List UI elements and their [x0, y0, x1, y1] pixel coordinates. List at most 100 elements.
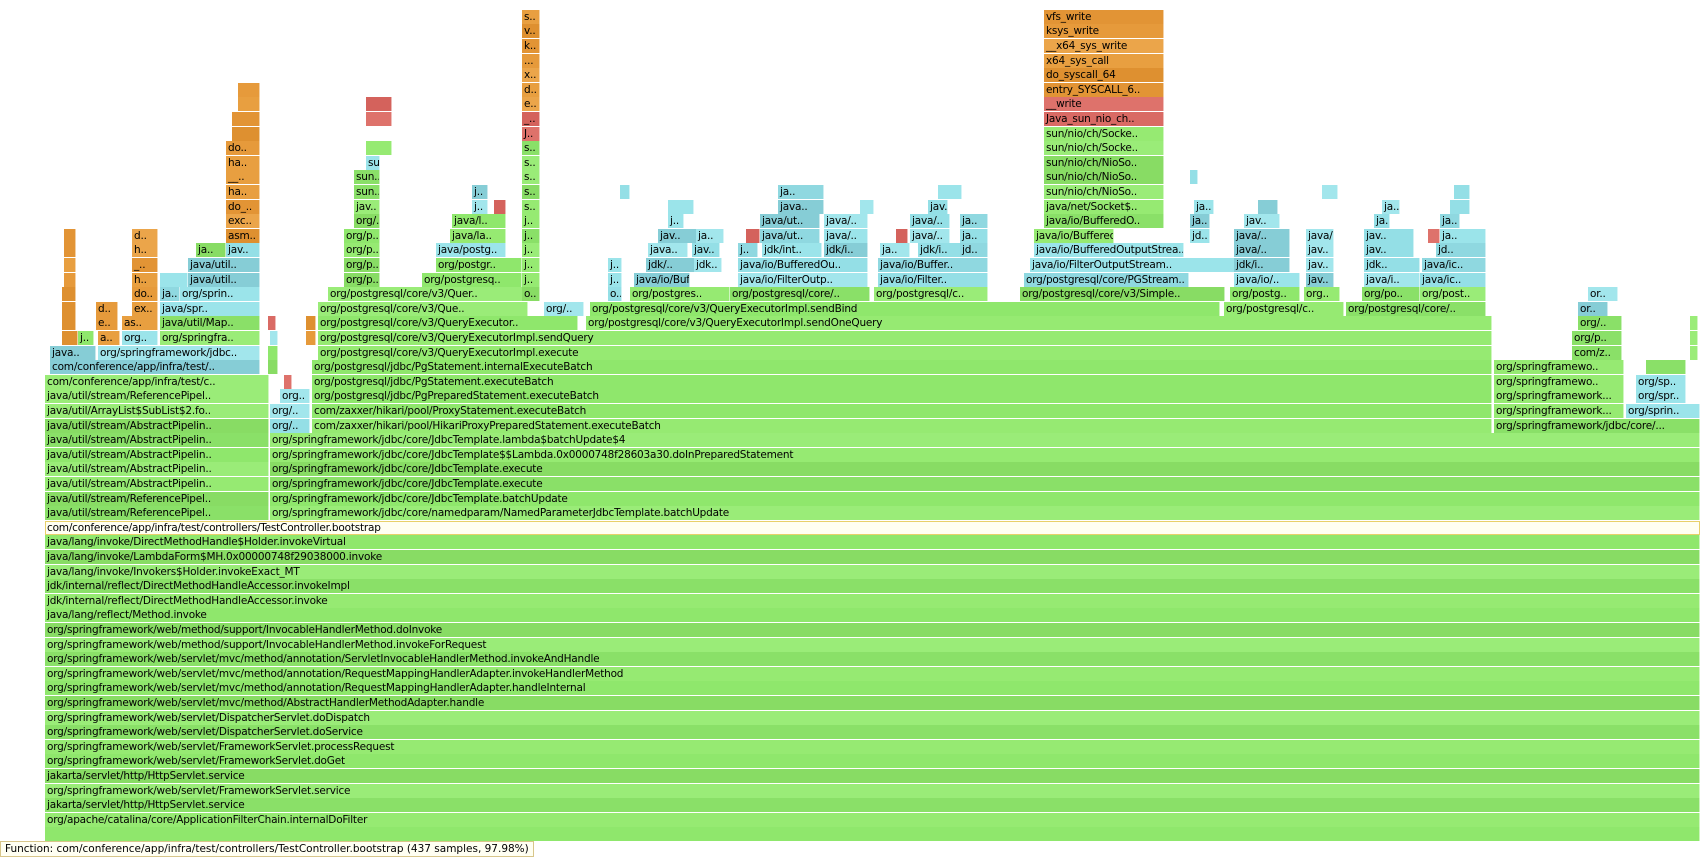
- frame-java[interactable]: sun..: [354, 185, 380, 199]
- frame-inlined[interactable]: [620, 185, 630, 199]
- frame-inlined[interactable]: j..: [472, 185, 488, 199]
- frame-inlined[interactable]: org..: [280, 389, 310, 404]
- frame-java[interactable]: org/postgresq..: [422, 272, 522, 287]
- frame-java[interactable]: org/springframework/web/method/support/I…: [45, 623, 1700, 637]
- frame-java[interactable]: org/p..: [344, 228, 380, 243]
- frame-kernel[interactable]: [238, 82, 260, 97]
- frame-java[interactable]: org/springframework/web/servlet/mvc/meth…: [45, 666, 1700, 681]
- frame-java[interactable]: j..: [78, 331, 94, 345]
- frame-inlined[interactable]: ja..: [778, 185, 824, 199]
- frame-java[interactable]: ja..: [196, 243, 226, 258]
- frame-java[interactable]: j..: [522, 272, 540, 287]
- frame-kernel[interactable]: do..: [132, 287, 158, 302]
- frame-kernel[interactable]: h..: [132, 243, 158, 258]
- frame-inlined[interactable]: jd..: [960, 243, 988, 258]
- frame-inlined[interactable]: jav..: [658, 228, 698, 243]
- frame-inlined[interactable]: java/ut..: [760, 228, 820, 243]
- frame-java[interactable]: org/springframework/web/servlet/Framewor…: [45, 739, 1700, 754]
- frame-inlined[interactable]: org..: [122, 331, 158, 345]
- frame-inlined[interactable]: java/io/FilterOutp..: [738, 272, 868, 287]
- frame-inlined[interactable]: ja..: [1382, 199, 1400, 214]
- frame-java[interactable]: org/springframewo..: [1494, 360, 1624, 375]
- frame-kernel[interactable]: d..: [132, 228, 158, 243]
- frame-native[interactable]: [366, 112, 392, 126]
- frame-java[interactable]: sun/nio/ch/NioSo..: [1044, 170, 1164, 185]
- frame-inlined[interactable]: java/io/..: [1234, 272, 1300, 287]
- frame-inlined[interactable]: org/spr..: [1636, 389, 1686, 404]
- frame-inlined[interactable]: ja..: [1190, 214, 1210, 229]
- frame-java[interactable]: [1646, 360, 1686, 375]
- frame-inlined[interactable]: jav..: [1364, 243, 1414, 258]
- frame-kernel[interactable]: [62, 316, 76, 331]
- frame-kernel[interactable]: __..: [226, 170, 260, 185]
- frame-java[interactable]: org/p..: [1572, 331, 1622, 345]
- frame-java[interactable]: org/postgres..: [630, 287, 730, 302]
- frame-java[interactable]: [1690, 331, 1698, 345]
- frame-java[interactable]: com/z..: [1572, 345, 1622, 360]
- frame-java[interactable]: java/util/stream/AbstractPipelin..: [45, 477, 269, 491]
- frame-java[interactable]: [268, 345, 278, 360]
- frame-inlined[interactable]: java/io/FilterOutputStream..: [1030, 258, 1235, 272]
- frame-java[interactable]: org/springframework/web/servlet/mvc/meth…: [45, 696, 1700, 710]
- frame-inlined[interactable]: j..: [668, 214, 684, 229]
- frame-native[interactable]: [494, 199, 506, 214]
- frame-java[interactable]: java/io/BufferedO..: [1044, 214, 1164, 229]
- frame-inlined[interactable]: j..: [738, 243, 758, 258]
- frame-inlined[interactable]: org/..: [270, 418, 310, 433]
- frame-inlined[interactable]: java/..: [1306, 228, 1334, 243]
- frame-kernel[interactable]: entry_SYSCALL_6..: [1044, 82, 1164, 97]
- frame-java[interactable]: sun/nio/ch/Socke..: [1044, 141, 1164, 156]
- frame-inlined[interactable]: [270, 331, 278, 345]
- frame-inlined[interactable]: [160, 272, 188, 287]
- frame-java[interactable]: org/springframework...: [1494, 389, 1624, 404]
- frame-inlined[interactable]: jdk/int..: [762, 243, 822, 258]
- frame-inlined[interactable]: java/ic..: [1420, 272, 1486, 287]
- frame-java[interactable]: org/springframework/jdbc/core/...: [1494, 418, 1700, 433]
- frame-kernel[interactable]: ha..: [226, 155, 260, 170]
- frame-java[interactable]: org/postgresql/core/v3/QueryExecutorImpl…: [318, 331, 1492, 345]
- frame-kernel[interactable]: do_..: [226, 199, 260, 214]
- frame-java[interactable]: sun/nio/ch/Socke..: [1044, 126, 1164, 141]
- frame-inlined[interactable]: or..: [1588, 287, 1618, 302]
- frame-java[interactable]: [1690, 345, 1698, 360]
- frame-java[interactable]: j..: [522, 214, 540, 229]
- frame-inlined[interactable]: or..: [1578, 301, 1608, 316]
- frame-kernel[interactable]: [232, 112, 260, 126]
- frame-kernel[interactable]: ...: [522, 53, 540, 68]
- frame-java[interactable]: org/po..: [1362, 287, 1420, 302]
- frame-kernel[interactable]: vfs_write: [1044, 9, 1164, 24]
- frame-java[interactable]: org/postgresql/core/..: [1346, 301, 1486, 316]
- frame-java[interactable]: com/zaxxer/hikari/pool/ProxyStatement.ex…: [312, 404, 1492, 418]
- frame-java[interactable]: j..: [522, 228, 540, 243]
- frame-inlined[interactable]: java/postg..: [436, 243, 506, 258]
- frame-inlined[interactable]: java/io/Buffer..: [878, 258, 988, 272]
- frame-java[interactable]: [268, 360, 278, 375]
- frame-kernel[interactable]: asm..: [226, 228, 260, 243]
- frame-inlined[interactable]: [1190, 170, 1198, 185]
- frame-java[interactable]: s..: [522, 170, 540, 185]
- frame-inlined[interactable]: jd..: [1190, 228, 1210, 243]
- frame-kernel[interactable]: e..: [96, 316, 118, 331]
- frame-java[interactable]: org/postgresql/core/v3/QueryExecutorImpl…: [586, 316, 1492, 331]
- frame-java[interactable]: org/springframework/web/servlet/Dispatch…: [45, 710, 1700, 725]
- frame-kernel[interactable]: [232, 126, 260, 141]
- frame-inlined[interactable]: [938, 185, 962, 199]
- frame-java[interactable]: java/lang/reflect/Method.invoke: [45, 608, 1700, 623]
- frame-inlined[interactable]: j..: [608, 272, 622, 287]
- frame-inlined[interactable]: java/i..: [1364, 272, 1420, 287]
- frame-java[interactable]: java/util/stream/ReferencePipel..: [45, 506, 269, 521]
- frame-java[interactable]: org/p..: [344, 243, 380, 258]
- frame-java[interactable]: sun..: [354, 170, 380, 185]
- frame-native[interactable]: __write: [1044, 97, 1164, 112]
- frame-java[interactable]: org/postg..: [1230, 287, 1300, 302]
- frame-inlined[interactable]: java/..: [1234, 243, 1290, 258]
- frame-java[interactable]: java/lang/invoke/DirectMethodHandle$Hold…: [45, 535, 1700, 550]
- frame-java[interactable]: com/zaxxer/hikari/pool/HikariProxyPrepar…: [312, 418, 1492, 433]
- frame-kernel[interactable]: _..: [132, 258, 158, 272]
- frame-java[interactable]: jdk/internal/reflect/DirectMethodHandleA…: [45, 593, 1700, 608]
- frame-kernel[interactable]: [64, 243, 76, 258]
- frame-java[interactable]: java/net/Socket$..: [1044, 199, 1164, 214]
- frame-inlined[interactable]: j..: [608, 258, 622, 272]
- frame-kernel[interactable]: k..: [522, 39, 540, 53]
- frame-kernel[interactable]: [62, 287, 76, 302]
